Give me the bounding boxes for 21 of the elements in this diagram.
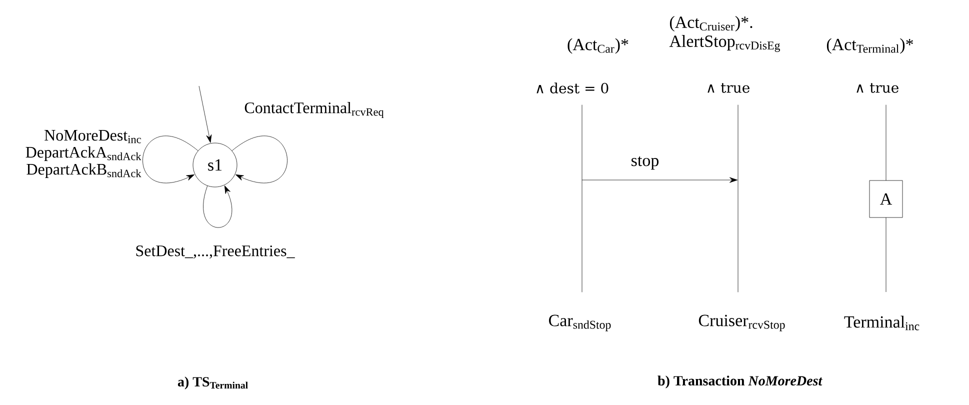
caption: b) Transaction NoMoreDest [658, 376, 822, 388]
edge-label: SetDest_,...,FreeEntries_ [136, 245, 295, 259]
self-loop-arrow [203, 186, 232, 228]
lifeline-heading: (Act$_{Terminal}$)* [826, 38, 914, 54]
message-arrow [582, 177, 738, 183]
self-loop-arrow [142, 136, 198, 183]
lifeline-condition: ∧ true [708, 83, 750, 93]
action-box: A [869, 180, 903, 218]
lifeline-name: Terminal$_{inc}$ [844, 316, 920, 330]
lifeline-heading: (Act$_{Cruiser}$)*. AlertStop$_{rcvDisEg}$ [669, 16, 780, 52]
lifeline-condition: ∧ true [856, 83, 898, 93]
lifeline-condition: ∧ dest = 0 [536, 82, 608, 94]
edge-label: stop [632, 156, 659, 170]
lifeline-heading: (Act$_{Car}$)* [568, 38, 628, 54]
self-loop-arrow [232, 136, 288, 183]
lifeline-name: Car$_{sndStop}$ [549, 314, 611, 332]
lifeline-name: Cruiser$_{rcvStop}$ [698, 314, 785, 332]
initial-arrow [198, 86, 212, 143]
caption: a) TS$_{Terminal}$ [178, 376, 248, 390]
edge-label: NoMoreDest$_{inc}$ DepartAckA$_{sndAck}$ DepartAckB$_{sndAck}$ [26, 130, 142, 178]
edge-label: ContactTerminal$_{rcvReq}$ [244, 102, 384, 118]
